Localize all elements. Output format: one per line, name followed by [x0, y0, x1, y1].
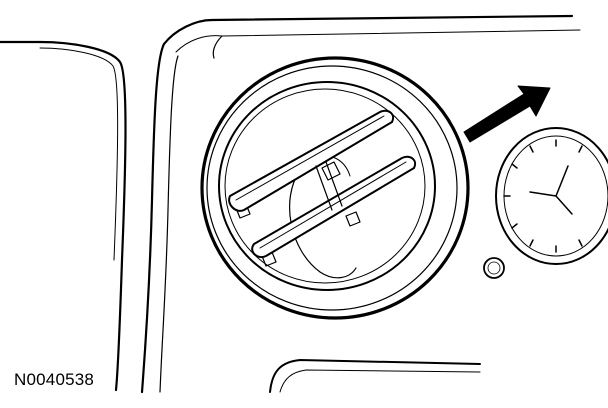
figure-caption: N0040538 [14, 370, 95, 389]
callout-arrow-icon [463, 85, 551, 143]
clock-gauge [495, 127, 608, 265]
round-knob [483, 257, 505, 279]
vent-louver-vane [228, 109, 416, 258]
instrument-panel-left-section [0, 40, 127, 392]
instrument-panel-bezel [140, 14, 581, 394]
